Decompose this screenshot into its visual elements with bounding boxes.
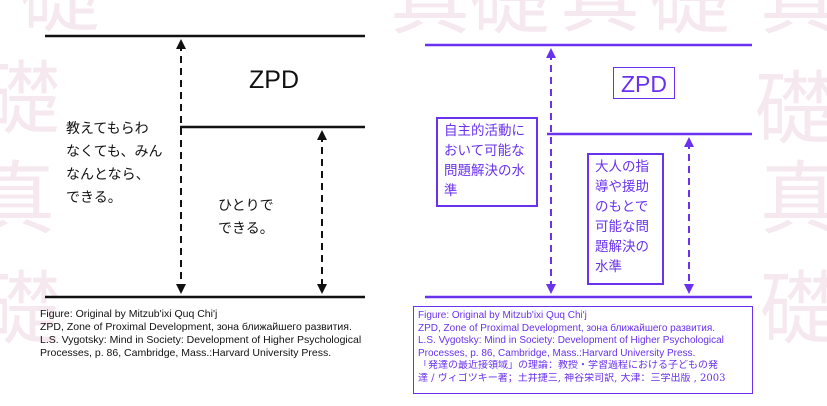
- right-caption-line: Figure: Original by Mitzub'ixi Quq Chi'j: [418, 310, 587, 321]
- left-caption-line: L.S. Vygotsky: Mind in Society: Developm…: [40, 334, 362, 346]
- right-caption-line: 達 / ヴィゴツキー著；土井捷三, 神谷栄司訳, 大津：三学出版 , 2003: [418, 372, 726, 384]
- right-caption-line: Processes, p. 86, Cambridge, Mass.:Harva…: [418, 347, 696, 359]
- right-caption-line: ZPD, Zone of Proximal Development, зона …: [418, 322, 716, 334]
- left-zpd-label: ZPD: [249, 66, 299, 94]
- right-caption: Figure: Original by Mitzub'ixi Quq Chi'j…: [413, 306, 753, 394]
- left-independent-text: ひとりで できる。: [218, 198, 274, 237]
- right-caption-line: L.S. Vygotsky: Mind in Society: Developm…: [418, 335, 724, 346]
- left-caption: Figure: Original by Mitzub'ixi Quq Chi'j…: [40, 308, 385, 360]
- right-independent-box: 自主的活動に おいて可能な 問題解決の水 準: [436, 117, 538, 207]
- right-zpd-label: ZPD: [613, 67, 675, 99]
- left-assisted-text: 教えてもらわ なくても、みん なんとなら、 できる。: [66, 121, 163, 206]
- left-caption-line: ZPD, Zone of Proximal Development, зона …: [40, 321, 352, 333]
- right-caption-line: 「発達の最近接領域」の理論：教授・学習過程における子どもの発: [418, 360, 718, 371]
- right-assisted-box: 大人の指 導や援助 のもとで 可能な問 題解決の 水準: [587, 153, 664, 285]
- left-caption-line: Figure: Original by Mitzub'ixi Quq Chi'j: [40, 308, 218, 320]
- left-caption-line: Processes, p. 86, Cambridge, Mass.:Harva…: [40, 347, 332, 359]
